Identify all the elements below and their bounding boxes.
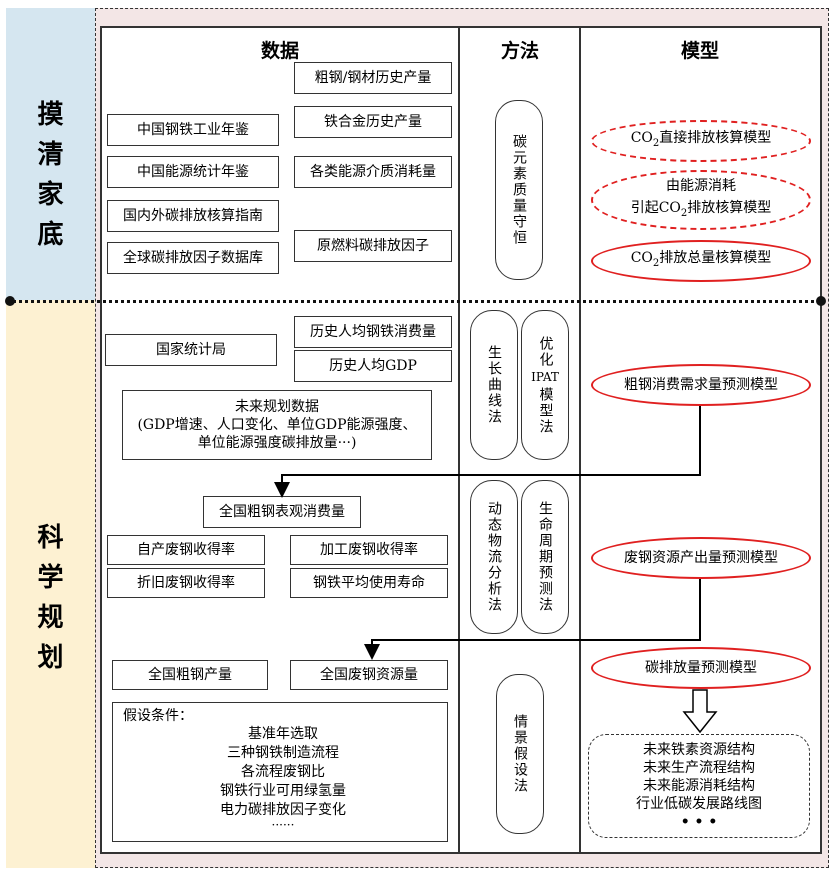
model-carbon-emission-forecast: 碳排放量预测模型 bbox=[591, 647, 811, 689]
assumption-box: 假设条件： 基准年选取 三种钢铁制造流程 各流程废钢比 钢铁行业可用绿氢量 电力… bbox=[112, 702, 448, 842]
divider-data-method bbox=[458, 26, 460, 854]
data-box-per-capita-steel: 历史人均钢铁消费量 bbox=[294, 316, 452, 348]
section-band-bottom bbox=[6, 300, 95, 868]
model-energy-emission-line2: 引起CO2排放核算模型 bbox=[630, 200, 772, 219]
data-box-energy-consumption: 各类能源介质消耗量 bbox=[294, 156, 452, 188]
assumption-title: 假设条件： bbox=[123, 708, 193, 724]
hollow-down-arrow bbox=[682, 689, 718, 734]
model-direct-emission: CO2直接排放核算模型 bbox=[591, 120, 811, 162]
result-item: 未来能源消耗结构 bbox=[643, 778, 755, 794]
assumption-item: 电力碳排放因子变化 bbox=[220, 802, 346, 818]
section-label-bottom-text: 科学规划 bbox=[37, 523, 64, 673]
future-plan-line1: 未来规划数据 bbox=[235, 399, 319, 415]
divider-dot-right bbox=[816, 296, 826, 306]
future-plan-line3: 单位能源强度碳排放量···) bbox=[197, 435, 357, 451]
divider-dot-left bbox=[5, 296, 15, 306]
assumption-item: 三种钢铁制造流程 bbox=[227, 745, 339, 761]
model-energy-emission: 由能源消耗 引起CO2排放核算模型 bbox=[591, 170, 811, 230]
result-item: 未来铁素资源结构 bbox=[643, 742, 755, 758]
data-box-scrap-resource: 全国废钢资源量 bbox=[290, 660, 448, 690]
section-label-top-text: 摸清家底 bbox=[37, 100, 64, 250]
method-ipat-top: 优化 bbox=[537, 335, 554, 368]
assumption-list: 基准年选取 三种钢铁制造流程 各流程废钢比 钢铁行业可用绿氢量 电力碳排放因子变… bbox=[153, 725, 413, 832]
arrow-demand-to-consumption bbox=[274, 406, 701, 498]
assumption-item: ······ bbox=[271, 818, 295, 832]
result-item: 未来生产流程结构 bbox=[643, 760, 755, 776]
divider-method-model bbox=[579, 26, 581, 854]
data-box-home-scrap-rate: 自产废钢收得率 bbox=[107, 535, 265, 565]
future-plan-line2: (GDP增速、人口变化、单位GDP能源强度、 bbox=[137, 417, 417, 433]
model-total-emission-label: CO2排放总量核算模型 bbox=[630, 250, 772, 269]
model-direct-emission-label: CO2直接排放核算模型 bbox=[630, 130, 772, 149]
header-method: 方法 bbox=[500, 40, 539, 62]
model-total-emission: CO2排放总量核算模型 bbox=[591, 240, 811, 282]
model-scrap-output: 废钢资源产出量预测模型 bbox=[591, 537, 811, 579]
assumption-item: 钢铁行业可用绿氢量 bbox=[220, 783, 346, 799]
method-growth-curve: 生长曲线法 bbox=[470, 310, 518, 460]
header-model: 模型 bbox=[680, 40, 719, 62]
data-box-apparent-consumption: 全国粗钢表观消费量 bbox=[203, 496, 361, 528]
data-box-nbs: 国家统计局 bbox=[105, 334, 277, 366]
data-box-emission-guide: 国内外碳排放核算指南 bbox=[107, 200, 279, 232]
header-data: 数据 bbox=[260, 40, 299, 62]
data-box-future-plan: 未来规划数据 (GDP增速、人口变化、单位GDP能源强度、 单位能源强度碳排放量… bbox=[122, 390, 432, 460]
data-box-service-life: 钢铁平均使用寿命 bbox=[290, 568, 448, 598]
section-band-top bbox=[6, 8, 95, 300]
data-box-process-scrap-rate: 加工废钢收得率 bbox=[290, 535, 448, 565]
data-box-emission-factor-db: 全球碳排放因子数据库 bbox=[107, 242, 279, 274]
model-energy-emission-line1: 由能源消耗 bbox=[666, 178, 736, 195]
results-box: 未来铁素资源结构 未来生产流程结构 未来能源消耗结构 行业低碳发展路线图 • •… bbox=[588, 734, 810, 838]
assumption-item: 各流程废钢比 bbox=[241, 764, 325, 780]
data-box-ferroalloy-history: 铁合金历史产量 bbox=[294, 106, 452, 138]
result-item: 行业低碳发展路线图 bbox=[636, 796, 762, 812]
data-box-crude-steel-output: 全国粗钢产量 bbox=[112, 660, 268, 690]
data-box-energy-yearbook: 中国能源统计年鉴 bbox=[107, 156, 279, 188]
data-box-crude-steel-history: 粗钢/钢材历史产量 bbox=[294, 62, 452, 94]
section-label-bottom: 科学规划 bbox=[6, 518, 95, 678]
method-dynamic-mfa: 动态物流分析法 bbox=[470, 480, 518, 634]
method-ipat: 优化 IPAT 模型法 bbox=[521, 310, 569, 460]
arrow-scrap-to-outputs bbox=[364, 579, 701, 660]
method-ipat-mid: IPAT bbox=[531, 369, 559, 384]
method-ipat-bottom: 模型法 bbox=[537, 386, 554, 435]
data-box-steel-yearbook: 中国钢铁工业年鉴 bbox=[107, 114, 279, 146]
model-steel-demand: 粗钢消费需求量预测模型 bbox=[591, 364, 811, 406]
method-carbon-mass-balance: 碳元素质量守恒 bbox=[495, 100, 543, 280]
data-box-obsolete-scrap-rate: 折旧废钢收得率 bbox=[107, 568, 265, 598]
method-life-cycle: 生命周期预测法 bbox=[521, 480, 569, 634]
data-box-per-capita-gdp: 历史人均GDP bbox=[294, 350, 452, 382]
method-scenario: 情景假设法 bbox=[496, 674, 544, 834]
section-label-top: 摸清家底 bbox=[6, 95, 95, 255]
data-box-raw-fuel-factor: 原燃料碳排放因子 bbox=[294, 230, 452, 262]
result-item: • • • bbox=[680, 814, 718, 830]
section-divider bbox=[8, 300, 820, 303]
assumption-item: 基准年选取 bbox=[248, 726, 318, 742]
